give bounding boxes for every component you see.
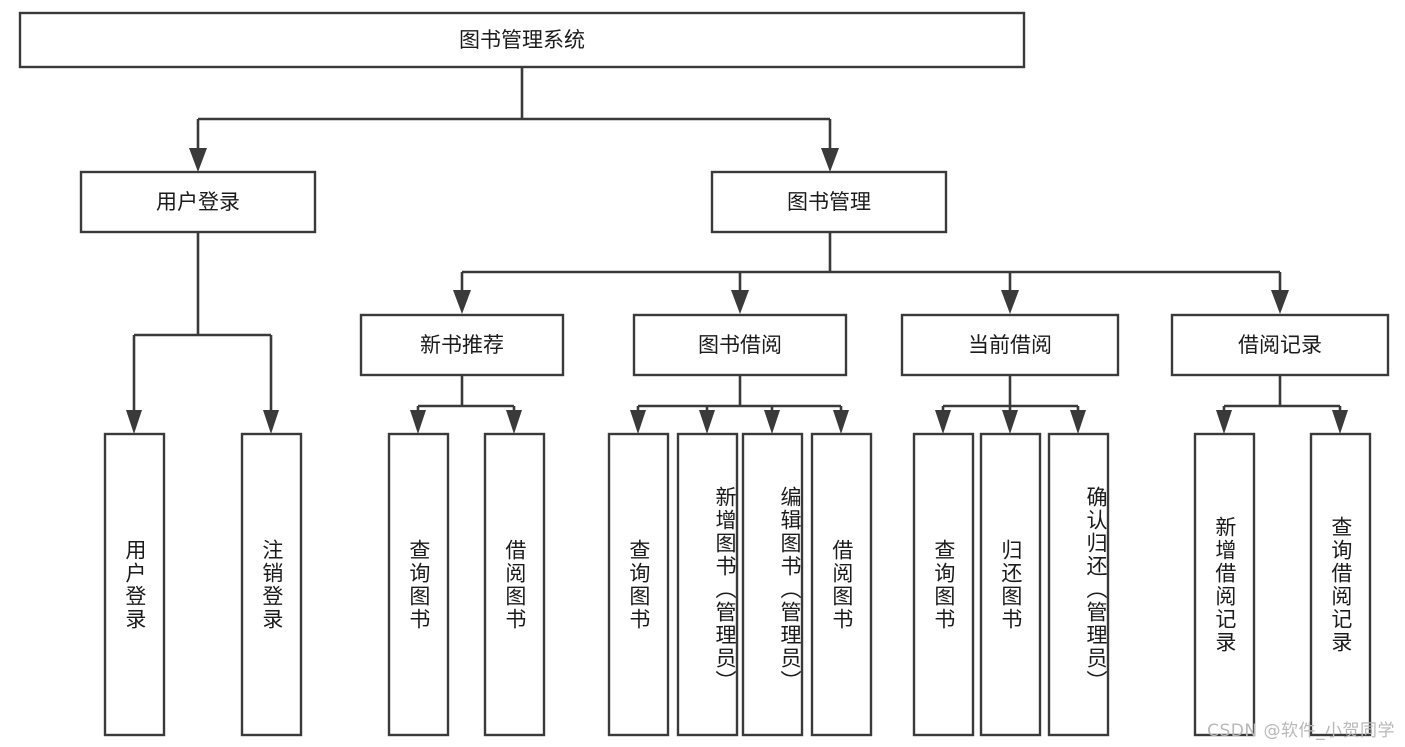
node-box-leaf-borrow-book-1[interactable] [483, 432, 546, 737]
arrow-leaf-query-book-3 [935, 410, 951, 434]
arrow-to-user-login [189, 148, 207, 172]
node-box-leaf-query-book-2[interactable] [607, 432, 670, 737]
node-box-leaf-confirm-return[interactable] [1047, 432, 1110, 737]
arrow-leaf-borrow-book-2 [833, 410, 849, 434]
node-box-leaf-borrow-book-2[interactable] [810, 432, 873, 737]
arrow-to-new-book-recommend [453, 290, 471, 314]
node-box-new-book-recommend[interactable] [359, 313, 565, 377]
arrow-leaf-query-book-1 [410, 410, 426, 434]
node-box-book-borrow[interactable] [632, 313, 848, 377]
node-box-leaf-query-book-1[interactable] [387, 432, 450, 737]
arrow-leaf-query-record [1332, 410, 1348, 434]
node-box-leaf-add-record[interactable] [1193, 432, 1256, 737]
node-box-user-login[interactable] [79, 170, 317, 234]
arrow-leaf-confirm-return [1070, 410, 1086, 434]
node-box-leaf-user-login[interactable] [103, 432, 166, 737]
node-box-book-manage[interactable] [710, 170, 948, 234]
arrow-leaf-return-book [1002, 410, 1018, 434]
arrow-leaf-borrow-book-1 [506, 410, 522, 434]
arrow-leaf-query-book-2 [630, 410, 646, 434]
arrow-leaf-add-record [1216, 410, 1232, 434]
connector-layer [126, 67, 1348, 434]
node-box-leaf-add-book[interactable] [676, 432, 739, 737]
arrow-to-borrow-record [1271, 290, 1289, 314]
arrow-to-book-borrow [731, 290, 749, 314]
node-box-leaf-return-book[interactable] [979, 432, 1042, 737]
arrow-leaf-add-book [699, 410, 715, 434]
arrow-leaf-edit-book [764, 410, 780, 434]
node-label-new-book-recommend: 新书推荐 [420, 333, 504, 357]
csdn-watermark: CSDN @软件_小贺同学 [1207, 721, 1395, 741]
node-layer: 图书管理系统 用户登录 图书管理 新书推荐 图书借阅 当前借阅 借阅记录 [18, 11, 1390, 737]
arrow-leaf-logout [263, 410, 279, 434]
node-box-leaf-query-book-3[interactable] [912, 432, 975, 737]
node-box-root[interactable] [18, 11, 1026, 69]
arrow-to-book-manage [821, 148, 839, 172]
node-label-borrow-record: 借阅记录 [1238, 333, 1322, 357]
node-box-current-borrow[interactable] [900, 313, 1120, 377]
node-label-user-login: 用户登录 [156, 190, 240, 214]
node-box-leaf-logout[interactable] [240, 432, 303, 737]
arrow-leaf-user-login [126, 410, 142, 434]
node-label-book-manage: 图书管理 [787, 190, 871, 214]
node-box-leaf-edit-book[interactable] [741, 432, 804, 737]
node-label-current-borrow: 当前借阅 [968, 333, 1052, 357]
node-box-leaf-query-record[interactable] [1309, 432, 1372, 737]
node-label-book-borrow: 图书借阅 [698, 333, 782, 357]
node-label-root: 图书管理系统 [459, 28, 585, 52]
node-box-borrow-record[interactable] [1170, 313, 1390, 377]
arrow-to-current-borrow [1001, 290, 1019, 314]
